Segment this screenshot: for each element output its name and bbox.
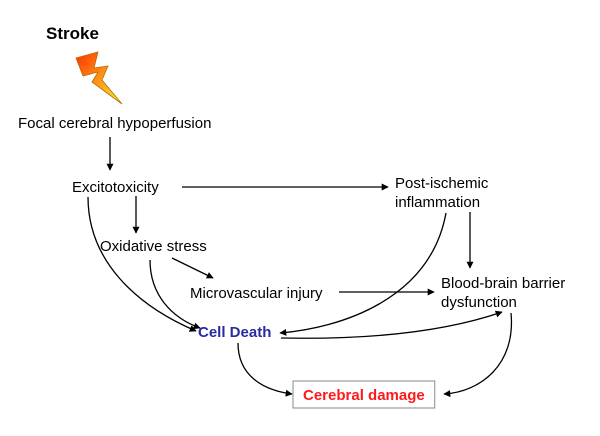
edge-celldeath-bbb — [280, 310, 503, 339]
node-microvascular-injury: Microvascular injury — [190, 285, 323, 302]
node-bbb-line2: dysfunction — [441, 294, 517, 311]
cerebral-damage-label: Cerebral damage — [303, 387, 425, 404]
edge-bbb-damage — [443, 312, 513, 398]
node-hypoperfusion: Focal cerebral hypoperfusion — [18, 115, 211, 132]
node-inflammation-line1: Post-ischemic — [395, 175, 489, 192]
node-excitotoxicity: Excitotoxicity — [72, 179, 159, 196]
lightning-bolt-icon — [75, 51, 123, 105]
node-inflammation-line2: inflammation — [395, 194, 480, 211]
node-inflammation: Post-ischemic inflammation — [395, 175, 489, 211]
edge-celldeath-damage — [237, 342, 293, 397]
edges — [87, 137, 513, 398]
edge-oxidative-celldeath — [149, 259, 201, 330]
cerebral-damage-box — [292, 380, 436, 409]
edge-excitotoxicity-celldeath — [87, 196, 197, 332]
edge-oxidative-microvascular — [171, 257, 214, 279]
diagram-title: Stroke — [46, 24, 99, 43]
node-oxidative-stress: Oxidative stress — [100, 238, 207, 255]
node-cerebral-damage: Cerebral damage — [292, 380, 436, 409]
node-cell-death: Cell Death — [198, 324, 271, 341]
edge-inflammation-celldeath — [279, 212, 447, 336]
node-bbb-dysfunction: Blood-brain barrier dysfunction — [441, 275, 565, 311]
node-bbb-line1: Blood-brain barrier — [441, 275, 565, 292]
